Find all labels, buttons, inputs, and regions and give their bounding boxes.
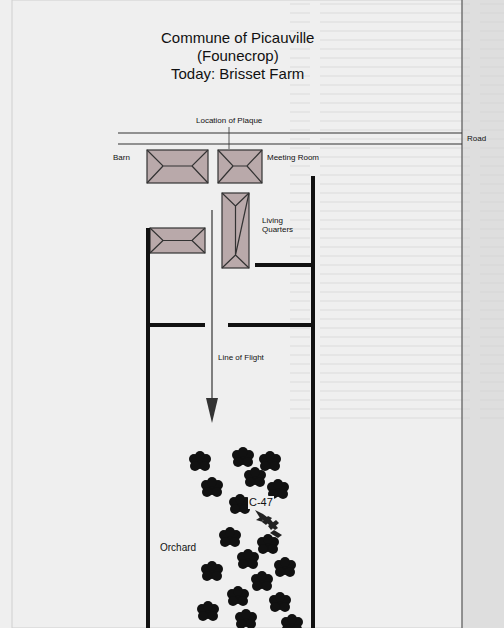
barn <box>147 150 208 183</box>
flight-label: Line of Flight <box>217 353 265 362</box>
walls <box>148 176 313 628</box>
panel-edge <box>462 0 463 628</box>
living-quarters-building <box>222 193 249 268</box>
subtitle: Today: Brisset Farm <box>171 65 304 82</box>
subtitle: (Founecrop) <box>197 47 279 64</box>
title: Commune of Picauville <box>161 29 314 46</box>
building-label: Meeting Room <box>267 153 319 162</box>
outbuilding <box>150 228 205 253</box>
orchard-trees <box>189 447 303 628</box>
meeting-room-building <box>218 150 262 183</box>
c47-wreck <box>255 510 282 538</box>
aircraft-label: C-47 <box>248 496 274 509</box>
plaque-label: Location of Plaque <box>196 116 262 125</box>
flight-line <box>211 210 212 400</box>
road-line <box>118 143 462 144</box>
orchard-label: Orchard <box>159 542 197 554</box>
bleed-through <box>290 0 504 420</box>
building-label: Barn <box>113 153 130 162</box>
panel-frame <box>12 0 462 628</box>
building-label: Living Quarters <box>262 216 296 234</box>
road-label: Road <box>467 134 486 143</box>
leader-line <box>229 127 230 149</box>
arrowhead <box>206 398 218 423</box>
road-line <box>118 132 462 133</box>
